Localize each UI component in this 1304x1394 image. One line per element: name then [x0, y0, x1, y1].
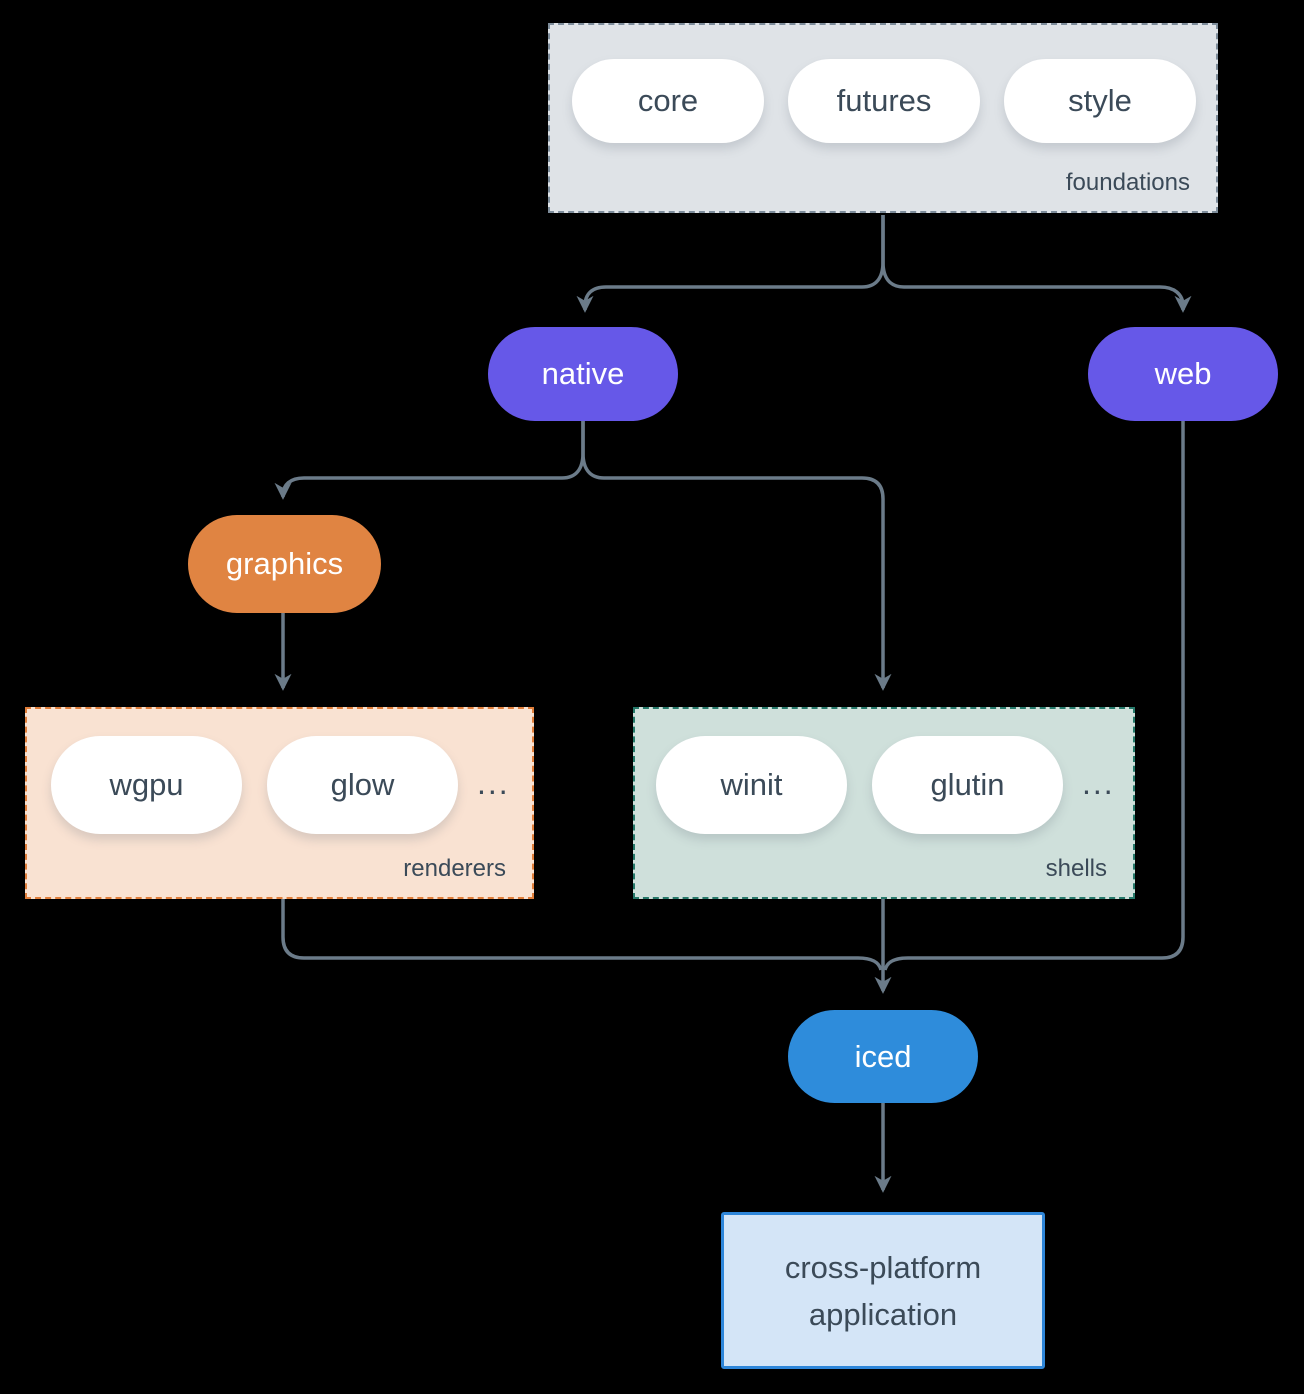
- renderers-ellipsis: ...: [477, 765, 510, 801]
- pill-glutin: glutin: [872, 736, 1063, 834]
- pill-core: core: [572, 59, 764, 143]
- pill-futures: futures: [788, 59, 980, 143]
- edge-foundations-native: [576, 215, 885, 313]
- node-iced: iced: [788, 1010, 978, 1103]
- edge-native-graphics: [274, 421, 585, 500]
- group-foundations: core futures style foundations: [548, 23, 1218, 213]
- edge-renderers-merge: [281, 898, 883, 971]
- edge-foundations-web: [881, 215, 1192, 313]
- shells-ellipsis: ...: [1082, 765, 1115, 801]
- foundations-group-label: foundations: [1065, 169, 1190, 196]
- application-label-line2: application: [808, 1296, 958, 1332]
- node-application: cross-platform application: [721, 1212, 1045, 1369]
- node-web: web: [1088, 327, 1278, 421]
- group-shells: winit glutin ... shells: [633, 707, 1135, 899]
- pill-glow: glow: [267, 736, 458, 834]
- node-graphics: graphics: [188, 515, 381, 613]
- shells-group-label: shells: [1045, 855, 1107, 882]
- group-renderers: wgpu glow ... renderers: [25, 707, 534, 899]
- pill-winit: winit: [656, 736, 847, 834]
- pill-style: style: [1004, 59, 1196, 143]
- node-native: native: [488, 327, 678, 421]
- application-label-line1: cross-platform: [784, 1249, 982, 1285]
- edge-native-shells: [581, 421, 892, 691]
- renderers-group-label: renderers: [403, 855, 506, 882]
- pill-wgpu: wgpu: [51, 736, 242, 834]
